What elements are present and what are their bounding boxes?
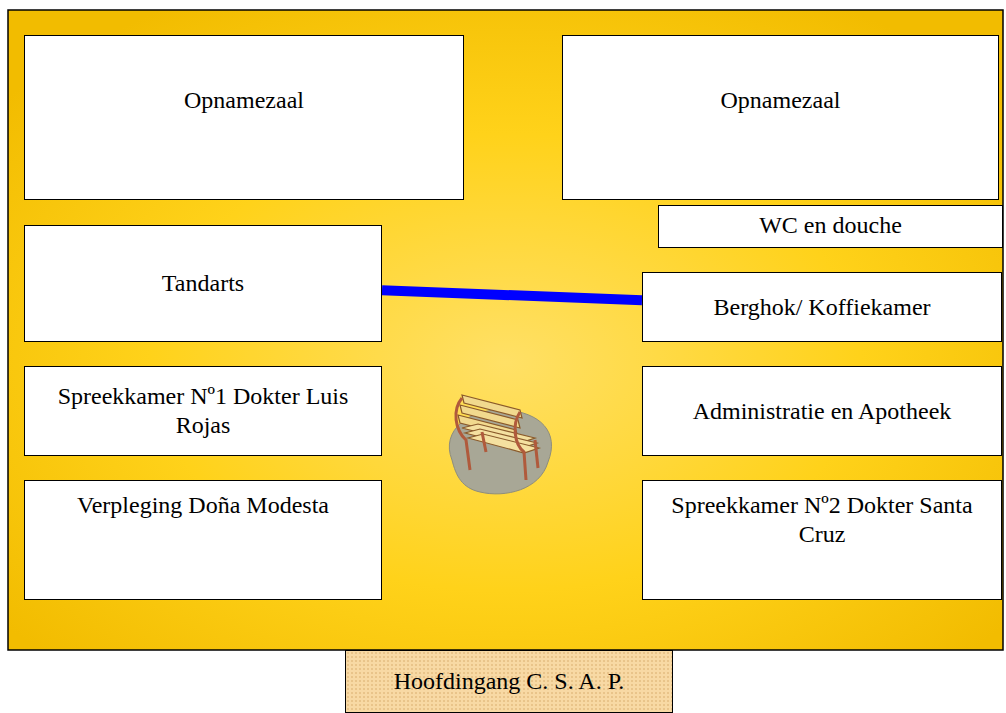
dentist-room: Tandarts bbox=[24, 225, 382, 342]
ward-room: Opnamezaal bbox=[562, 35, 999, 200]
text-column: Opnamezaal bbox=[721, 86, 841, 115]
connecting-corridor bbox=[382, 290, 642, 300]
text-column: Verpleging Doña Modesta bbox=[77, 491, 329, 520]
text-column: Berghok/ Koffiekamer bbox=[713, 293, 930, 322]
consult-room: Spreekkamer Nº1 Dokter Luis Rojas bbox=[24, 366, 382, 456]
text-column: Administratie en Apotheek bbox=[693, 397, 952, 426]
room-label: Tandarts bbox=[162, 269, 244, 298]
text-column: Spreekkamer Nº1 Dokter Luis Rojas bbox=[37, 382, 369, 440]
admin-room: Administratie en Apotheek bbox=[642, 366, 1002, 456]
text-column: Opnamezaal bbox=[184, 86, 304, 115]
consult-room: Spreekkamer Nº2 Dokter Santa Cruz bbox=[642, 480, 1002, 600]
main-entrance: Hoofdingang C. S. A. P. bbox=[345, 650, 673, 713]
room-label: Berghok/ Koffiekamer bbox=[713, 293, 930, 322]
text-column: Spreekkamer Nº2 Dokter Santa Cruz bbox=[655, 491, 989, 549]
room-label: Opnamezaal bbox=[721, 86, 841, 115]
ward-room: Opnamezaal bbox=[24, 35, 464, 200]
room-label: Administratie en Apotheek bbox=[693, 397, 952, 426]
building-floor bbox=[8, 10, 1003, 650]
storage-room: Berghok/ Koffiekamer bbox=[642, 272, 1002, 342]
text-column: Tandarts bbox=[162, 269, 244, 298]
text-column: WC en douche bbox=[759, 211, 902, 240]
nursing-room: Verpleging Doña Modesta bbox=[24, 480, 382, 600]
room-label: Hoofdingang C. S. A. P. bbox=[394, 667, 625, 696]
room-label: Spreekkamer Nº2 Dokter Santa Cruz bbox=[655, 491, 989, 549]
bench-illustration bbox=[449, 395, 551, 494]
room-label: Verpleging Doña Modesta bbox=[77, 491, 329, 520]
room-label: Spreekkamer Nº1 Dokter Luis Rojas bbox=[37, 382, 369, 440]
bathroom-room: WC en douche bbox=[658, 205, 1003, 248]
room-label: Opnamezaal bbox=[184, 86, 304, 115]
text-column: Hoofdingang C. S. A. P. bbox=[394, 667, 625, 696]
room-label: WC en douche bbox=[759, 211, 902, 240]
